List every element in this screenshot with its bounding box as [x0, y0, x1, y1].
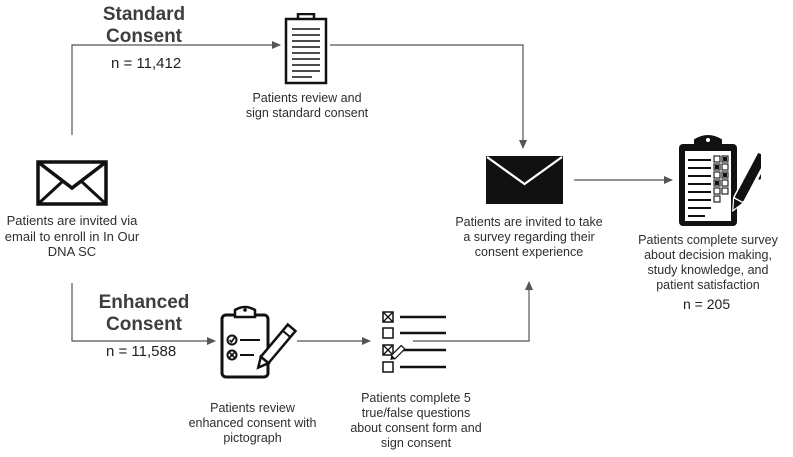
invite-caption-line: DNA SC [47, 244, 97, 259]
standard-consent-title: Standard Consent [96, 4, 192, 48]
standard-step-caption-line: sign standard consent [245, 106, 369, 120]
survey-invite-caption-line: a survey regarding their [463, 230, 595, 244]
standard-to-survey-line [330, 44, 527, 149]
questions-to-survey-line [413, 281, 533, 342]
survey-complete-caption: Patients complete survey about decision … [628, 233, 788, 293]
survey-complete-caption-line: Patients complete survey [638, 233, 778, 247]
survey-complete-caption-line: about decision making, [644, 248, 772, 262]
enhanced-count: n = 11,588 [106, 343, 177, 360]
enhanced-review-caption-line: enhanced consent with [188, 416, 317, 430]
standard-step-caption: Patients review and sign standard consen… [232, 91, 382, 121]
survey-complete-caption-line: study knowledge, and [647, 263, 769, 277]
checklist-icon [382, 311, 446, 373]
envelope-outline-icon [36, 160, 108, 206]
questions-caption-line: sign consent [380, 436, 452, 450]
envelope-filled-icon [486, 156, 563, 204]
standard-title-line: Standard [102, 4, 186, 25]
enhanced-review-caption-line: Patients review [210, 401, 295, 415]
standard-step-caption-line: Patients review and [252, 91, 362, 105]
questions-caption: Patients complete 5 true/false questions… [336, 391, 496, 451]
clipboard-pencil-icon [220, 305, 298, 379]
enhanced-review-caption: Patients review enhanced consent with pi… [180, 401, 325, 446]
standard-count: n = 11,412 [111, 55, 182, 72]
enhanced-consent-title: Enhanced Consent [96, 292, 192, 336]
survey-invite-caption-line: consent experience [474, 245, 584, 259]
clipboard-checklist-icon [679, 135, 761, 226]
survey-complete-caption-line: patient satisfaction [656, 278, 760, 292]
invite-caption-line: Patients are invited via [6, 213, 138, 228]
survey-invite-caption: Patients are invited to take a survey re… [440, 215, 618, 260]
questions-caption-line: true/false questions [361, 406, 471, 420]
invite-caption-line: email to enroll in In Our [4, 228, 140, 244]
survey-invite-caption-line: Patients are invited to take [455, 215, 603, 229]
document-icon [284, 13, 328, 85]
questions-caption-line: Patients complete 5 [361, 391, 471, 405]
invite-caption: Patients are invited via email to enroll… [0, 213, 144, 260]
enhanced-branch-line [71, 283, 216, 345]
standard-title-line: Consent [106, 26, 182, 47]
enhanced-review-caption-line: pictograph [223, 431, 282, 445]
questions-caption-line: about consent form and [350, 421, 482, 435]
survey-complete-count: n = 205 [683, 296, 731, 312]
enhanced-title-line: Consent [106, 314, 182, 335]
standard-branch-line [71, 41, 281, 135]
enhanced-title-line: Enhanced [98, 292, 190, 313]
